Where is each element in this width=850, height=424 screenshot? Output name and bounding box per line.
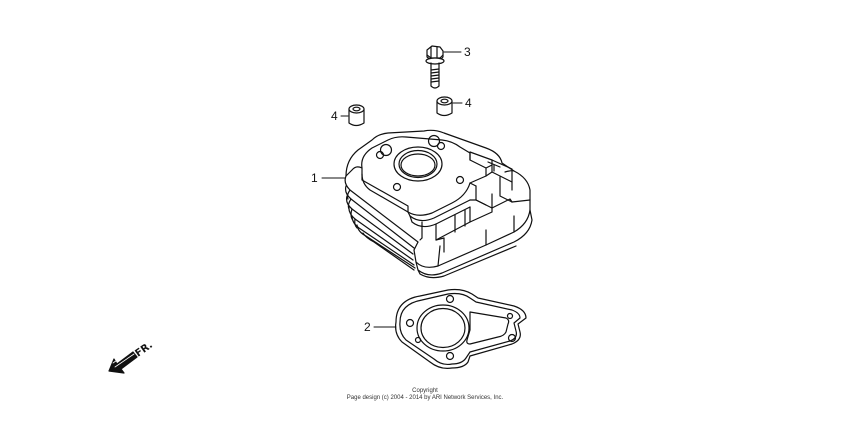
callout-2[interactable]: 2 bbox=[364, 320, 371, 334]
callout-4-right[interactable]: 4 bbox=[465, 96, 472, 110]
copyright-label: Copyright bbox=[412, 388, 438, 394]
front-direction-label: FR. bbox=[133, 340, 154, 360]
dowel-pin-left[interactable] bbox=[348, 104, 365, 127]
flange-bolt[interactable] bbox=[425, 45, 445, 89]
cylinder-block[interactable] bbox=[344, 129, 533, 279]
leader-lines bbox=[321, 51, 463, 328]
callout-3[interactable]: 3 bbox=[464, 45, 471, 59]
dowel-pin-right[interactable] bbox=[436, 96, 453, 117]
page-design-credit: Page design (c) 2004 - 2014 by ARI Netwo… bbox=[346, 395, 504, 401]
front-direction-arrow-icon bbox=[108, 349, 138, 374]
callout-4-left[interactable]: 4 bbox=[331, 109, 338, 123]
callout-1[interactable]: 1 bbox=[311, 171, 318, 185]
cylinder-base-gasket[interactable] bbox=[395, 288, 527, 369]
